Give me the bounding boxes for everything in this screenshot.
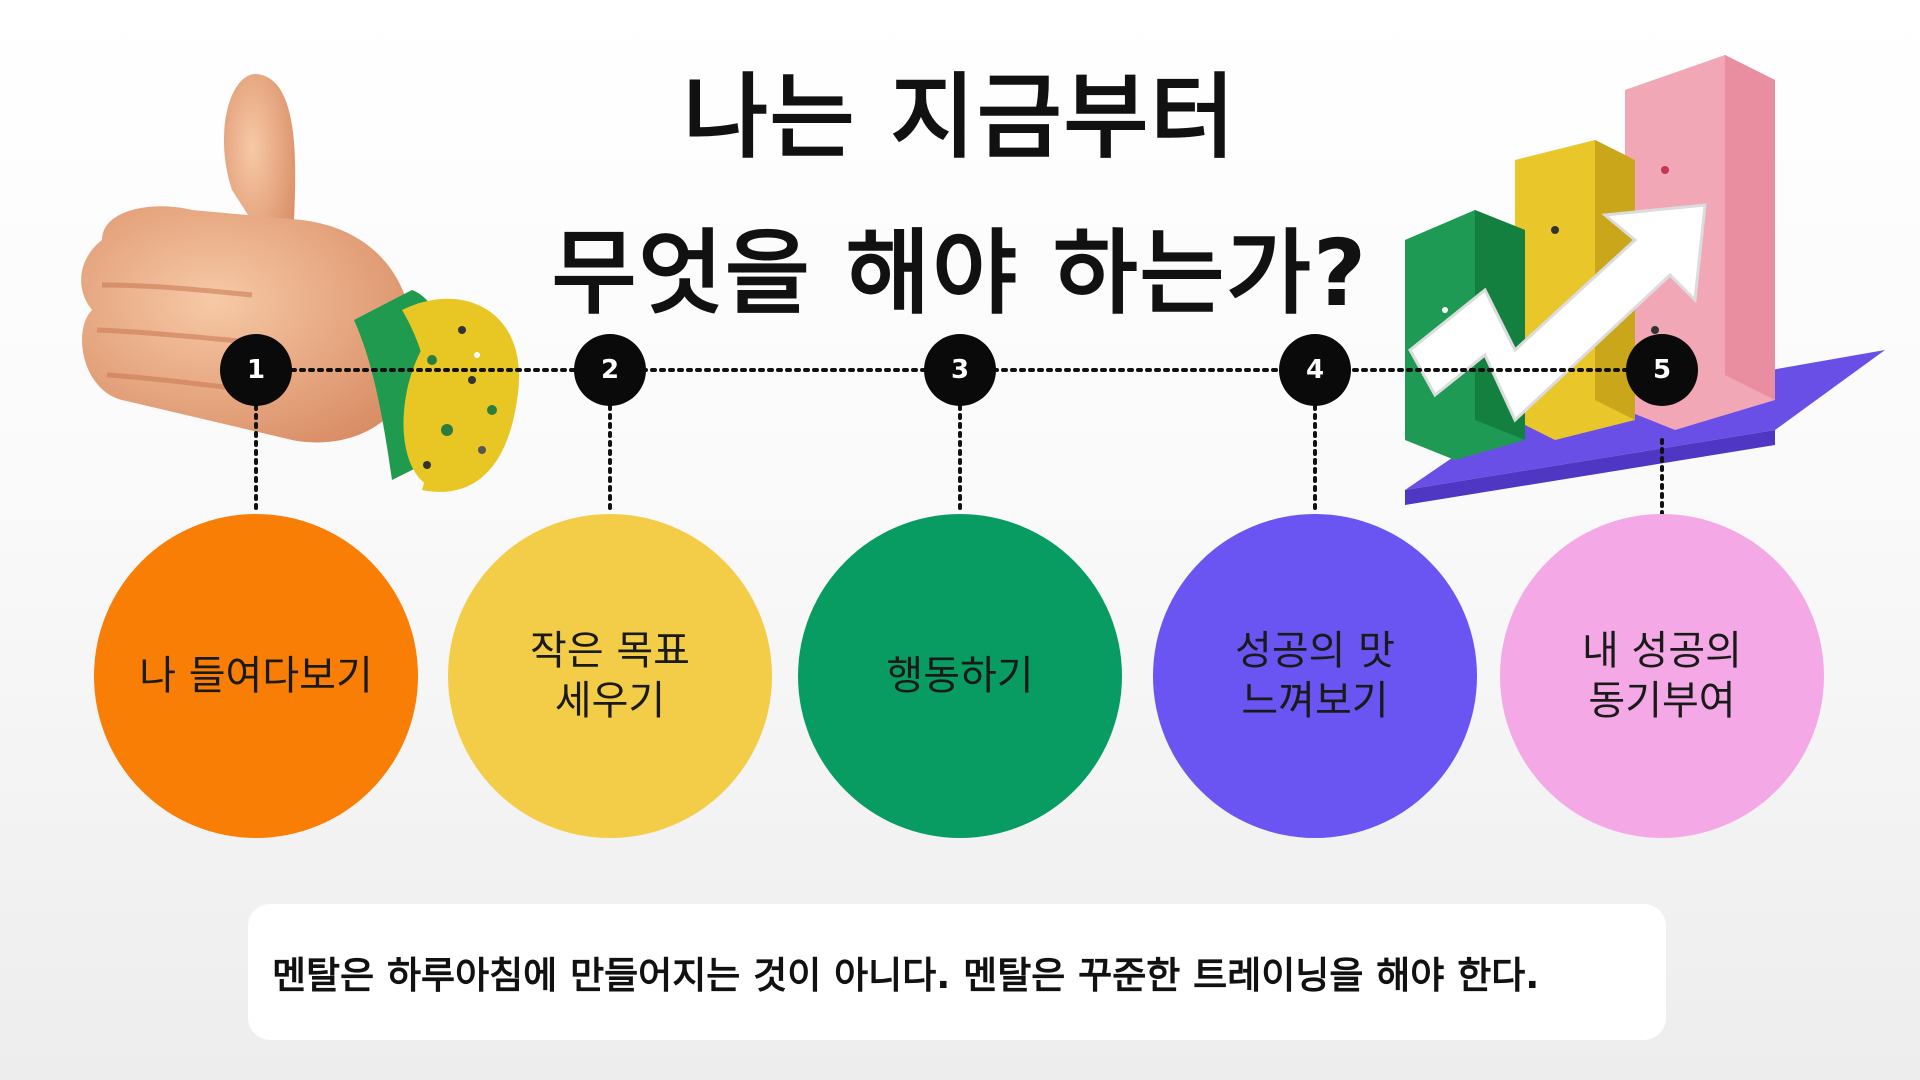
step-3-circle: 행동하기 — [798, 514, 1122, 838]
growth-bar-chart-icon — [1405, 55, 1885, 505]
step-5-label: 내 성공의 동기부여 — [1582, 628, 1742, 724]
summary-note: 멘탈은 하루아침에 만들어지는 것이 아니다. 멘탈은 꾸준한 트레이닝을 해야… — [248, 904, 1666, 1040]
thumbs-up-icon — [81, 73, 520, 492]
step-4-number: 4 — [1279, 334, 1351, 406]
step-5-circle: 내 성공의 동기부여 — [1500, 514, 1824, 838]
step-3-label: 행동하기 — [886, 653, 1034, 699]
summary-note-text: 멘탈은 하루아침에 만들어지는 것이 아니다. 멘탈은 꾸준한 트레이닝을 해야… — [272, 954, 1540, 997]
step-1-label: 나 들여다보기 — [139, 653, 373, 699]
step-2-label: 작은 목표 세우기 — [530, 628, 690, 724]
page-title-line-2: 무엇을 해야 하는가? — [551, 220, 1369, 327]
step-2-circle: 작은 목표 세우기 — [448, 514, 772, 838]
page-title-line-1: 나는 지금부터 — [683, 64, 1237, 171]
step-1-circle: 나 들여다보기 — [94, 514, 418, 838]
step-3-number: 3 — [924, 334, 996, 406]
step-5-number: 5 — [1626, 334, 1698, 406]
step-4-circle: 성공의 맛 느껴보기 — [1153, 514, 1477, 838]
step-2-number: 2 — [574, 334, 646, 406]
step-4-label: 성공의 맛 느껴보기 — [1235, 628, 1395, 724]
step-1-number: 1 — [220, 334, 292, 406]
